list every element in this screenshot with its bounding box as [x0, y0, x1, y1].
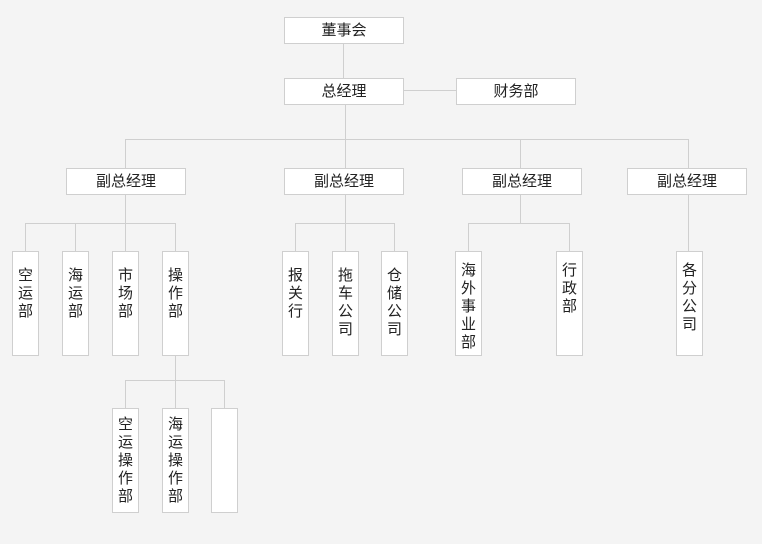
- dept-label: 操作部: [167, 266, 183, 320]
- dept-label: 海运操作部: [167, 415, 183, 505]
- gm-node: 总经理: [284, 78, 404, 105]
- dept-label: 仓储公司: [386, 266, 402, 338]
- dept-customs-broker: 报关行: [282, 251, 309, 356]
- dept-label: 空运操作部: [117, 415, 133, 505]
- dgm-label: 副总经理: [313, 172, 374, 190]
- dept-air-freight-operations: 空运操作部: [112, 408, 139, 513]
- board-label: 董事会: [321, 21, 367, 39]
- dept-label: 各分公司: [681, 261, 697, 333]
- dept-label: 报关行: [287, 266, 303, 320]
- dept-label: 行政部: [561, 261, 577, 315]
- dept-label: 海外事业部: [460, 261, 476, 351]
- dept-overseas-business: 海外事业部: [455, 251, 482, 356]
- dept-marketing: 市场部: [112, 251, 139, 356]
- dept-blank-box: [211, 408, 238, 513]
- dept-label: 市场部: [117, 266, 133, 320]
- dgm-label: 副总经理: [656, 172, 717, 190]
- dept-branches: 各分公司: [676, 251, 703, 356]
- dept-label: 拖车公司: [337, 266, 353, 338]
- dgm-node-4: 副总经理: [627, 168, 747, 195]
- dgm-node-1: 副总经理: [66, 168, 186, 195]
- dept-air-freight: 空运部: [12, 251, 39, 356]
- dept-operations: 操作部: [162, 251, 189, 356]
- dgm-label: 副总经理: [491, 172, 552, 190]
- dgm-label: 副总经理: [95, 172, 156, 190]
- dept-warehouse-company: 仓储公司: [381, 251, 408, 356]
- gm-label: 总经理: [321, 82, 367, 100]
- finance-label: 财务部: [493, 82, 539, 100]
- dept-label: 海运部: [67, 266, 83, 320]
- dept-label: 空运部: [17, 266, 33, 320]
- dept-administration: 行政部: [556, 251, 583, 356]
- dept-trucking-company: 拖车公司: [332, 251, 359, 356]
- dgm-node-3: 副总经理: [462, 168, 582, 195]
- dgm-node-2: 副总经理: [284, 168, 404, 195]
- dept-sea-freight-operations: 海运操作部: [162, 408, 189, 513]
- dept-sea-freight: 海运部: [62, 251, 89, 356]
- finance-node: 财务部: [456, 78, 576, 105]
- board-node: 董事会: [284, 17, 404, 44]
